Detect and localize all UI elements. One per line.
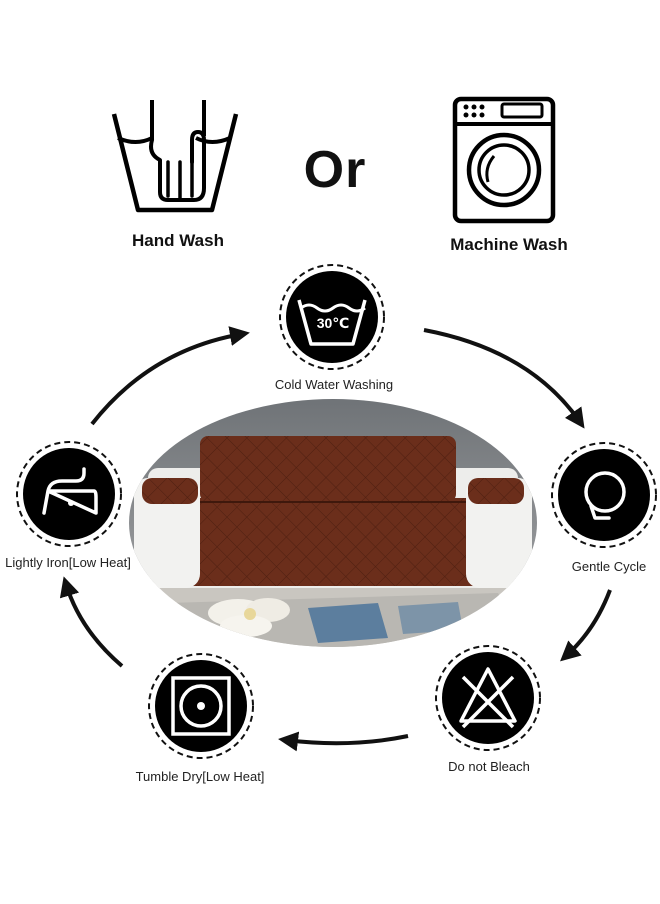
machine-wash-label: Machine Wash bbox=[450, 235, 568, 254]
arrow-iron-to-wash bbox=[90, 326, 250, 426]
arrow-dry-to-iron bbox=[59, 576, 124, 668]
arrow-gentle-to-bleach bbox=[560, 589, 612, 662]
hand-wash-label: Hand Wash bbox=[132, 231, 224, 250]
machine-wash-icon bbox=[452, 96, 556, 224]
wash-30c-badge bbox=[277, 262, 387, 372]
tumble-dry-badge bbox=[146, 651, 256, 761]
arrow-bleach-to-dry bbox=[278, 731, 409, 752]
or-label: Or bbox=[303, 141, 367, 199]
gentle-cycle-badge bbox=[549, 440, 659, 550]
hand-wash-icon bbox=[108, 100, 240, 218]
sofa-cover-photo bbox=[128, 398, 538, 648]
iron-label: Lightly Iron[Low Heat] bbox=[5, 555, 131, 570]
arrow-wash-to-gentle bbox=[423, 328, 585, 429]
iron-badge bbox=[14, 439, 124, 549]
no-bleach-badge bbox=[433, 643, 543, 753]
cold-water-label: Cold Water Washing bbox=[274, 377, 394, 392]
no-bleach-label: Do not Bleach bbox=[448, 759, 530, 774]
gentle-cycle-label: Gentle Cycle bbox=[571, 559, 647, 574]
wash-temp-text: 30℃ bbox=[316, 315, 350, 331]
tumble-dry-label: Tumble Dry[Low Heat] bbox=[135, 769, 265, 784]
